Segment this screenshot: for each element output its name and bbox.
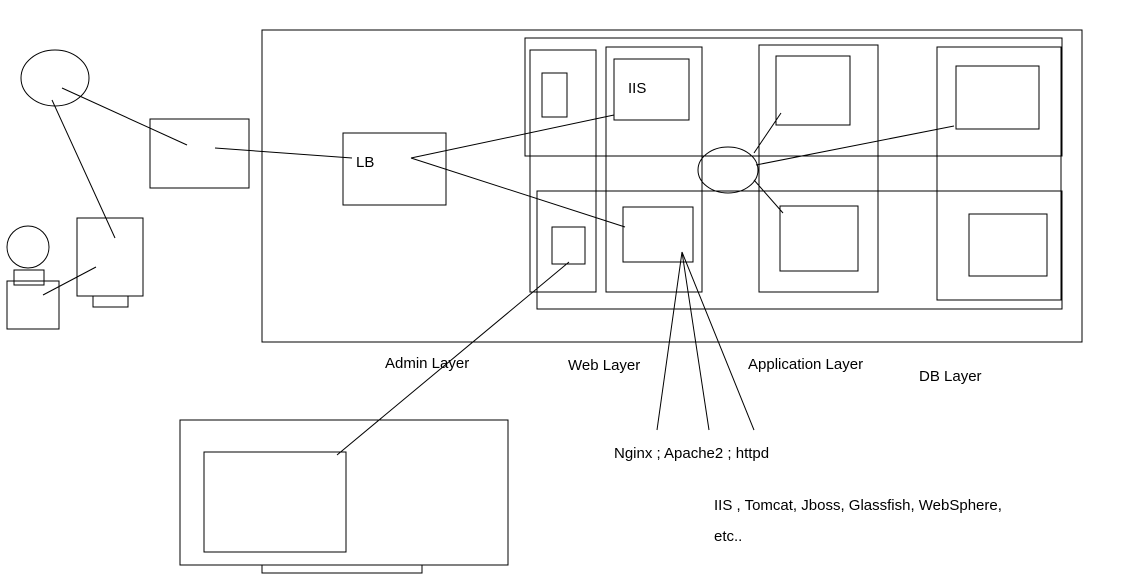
user-neck-icon xyxy=(13,269,45,286)
user-cloud-icon xyxy=(20,49,90,107)
db-server-top xyxy=(955,65,1040,130)
application-layer-label: Application Layer xyxy=(748,356,863,373)
pointer-httpd xyxy=(681,251,755,431)
connector-gateway-lb xyxy=(214,147,353,159)
gateway-box xyxy=(149,118,250,189)
upper-band xyxy=(524,37,1063,157)
connector-cloud-gateway xyxy=(61,87,188,146)
db-server-bottom xyxy=(968,213,1048,277)
connector-console-web xyxy=(336,261,570,456)
pointer-apache xyxy=(681,251,710,431)
db-column xyxy=(936,46,1062,301)
app-server-bottom xyxy=(779,205,859,272)
app-servers-label-line1: IIS , Tomcat, Jboss, Glassfish, WebSpher… xyxy=(714,497,1002,514)
app-server-top xyxy=(775,55,851,126)
admin-console-stand xyxy=(261,564,423,574)
connector-app-db xyxy=(755,125,955,166)
connector-app-bottom xyxy=(753,179,784,214)
web-server-box xyxy=(622,206,694,263)
app-servers-label-line2: etc.. xyxy=(714,528,742,545)
app-cluster-node xyxy=(697,146,759,194)
admin-layer-container xyxy=(261,29,1083,343)
admin-layer-label: Admin Layer xyxy=(385,355,469,372)
db-layer-label: DB Layer xyxy=(919,368,982,385)
web-column-right xyxy=(605,46,703,293)
workstation-base xyxy=(92,295,129,308)
admin-console-monitor xyxy=(179,419,509,566)
lb-label: LB xyxy=(356,154,374,171)
user-head-icon xyxy=(6,225,50,269)
application-column xyxy=(758,44,879,293)
web-server-small-top xyxy=(541,72,568,118)
workstation-box xyxy=(76,217,144,297)
web-server-small-bottom xyxy=(551,226,586,265)
connector-app-top xyxy=(753,112,782,154)
iis-server-box xyxy=(613,58,690,121)
connector-lb-iis xyxy=(410,114,615,159)
web-servers-label: Nginx ; Apache2 ; httpd xyxy=(614,445,769,462)
admin-console-screen xyxy=(203,451,347,553)
iis-label: IIS xyxy=(628,80,646,97)
pointer-nginx xyxy=(656,251,683,431)
web-column-left xyxy=(529,49,597,293)
lower-band xyxy=(536,190,1063,310)
connector-lb-webserver xyxy=(410,157,626,228)
connector-cloud-workstation xyxy=(51,99,116,239)
user-body-icon xyxy=(6,280,60,330)
web-layer-label: Web Layer xyxy=(568,357,640,374)
connector-user-workstation xyxy=(42,266,97,296)
